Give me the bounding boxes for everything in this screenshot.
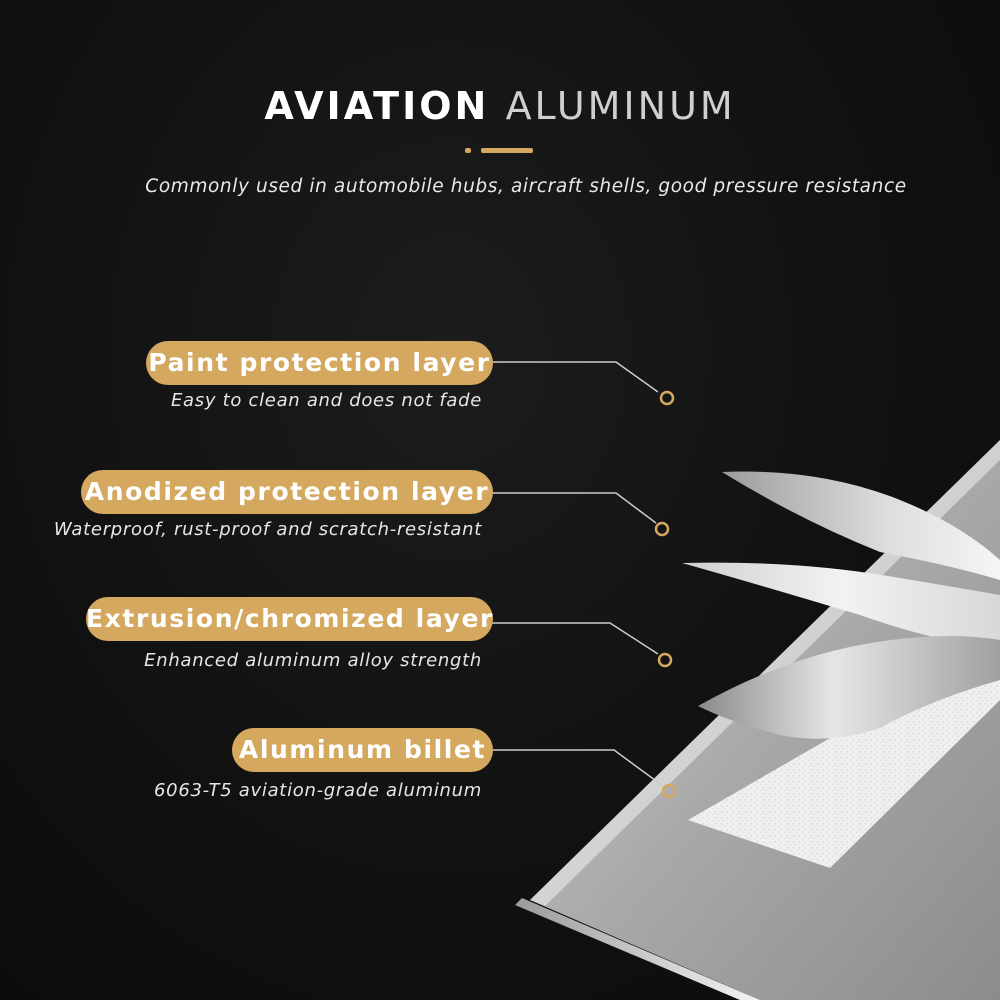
divider-dot (465, 148, 471, 153)
anodized-protection-sheet (682, 562, 1000, 650)
marker-anodized-icon (654, 521, 670, 537)
leader-line-paint (492, 361, 659, 393)
title-word-aviation: AVIATION (264, 84, 490, 128)
layer-label-extrusion: Extrusion/chromized layer (86, 597, 493, 641)
divider-bar (481, 148, 533, 153)
paint-protection-sheet (722, 471, 1000, 580)
page-title: AVIATION ALUMINUM (0, 84, 1000, 128)
marker-paint-icon (659, 390, 675, 406)
layer-label-anodized: Anodized protection layer (81, 470, 493, 514)
marker-extrusion-icon (657, 652, 673, 668)
leader-line-extrusion (492, 622, 659, 655)
extrusion-chromized-sheet (698, 636, 1000, 739)
leader-line-anodized (492, 492, 657, 524)
layer-desc-paint: Easy to clean and does not fade (170, 390, 482, 411)
layer-label-paint: Paint protection layer (146, 341, 493, 385)
title-divider (465, 148, 535, 154)
marker-billet-icon (661, 783, 677, 799)
leader-line-billet (492, 749, 664, 787)
layer-desc-billet: 6063-T5 aviation-grade aluminum (154, 780, 482, 801)
title-word-aluminum: ALUMINUM (505, 84, 736, 128)
page-subtitle: Commonly used in automobile hubs, aircra… (145, 176, 907, 197)
layer-desc-extrusion: Enhanced aluminum alloy strength (144, 650, 482, 671)
layer-desc-anodized: Waterproof, rust-proof and scratch-resis… (53, 519, 482, 540)
layer-label-billet: Aluminum billet (232, 728, 493, 772)
